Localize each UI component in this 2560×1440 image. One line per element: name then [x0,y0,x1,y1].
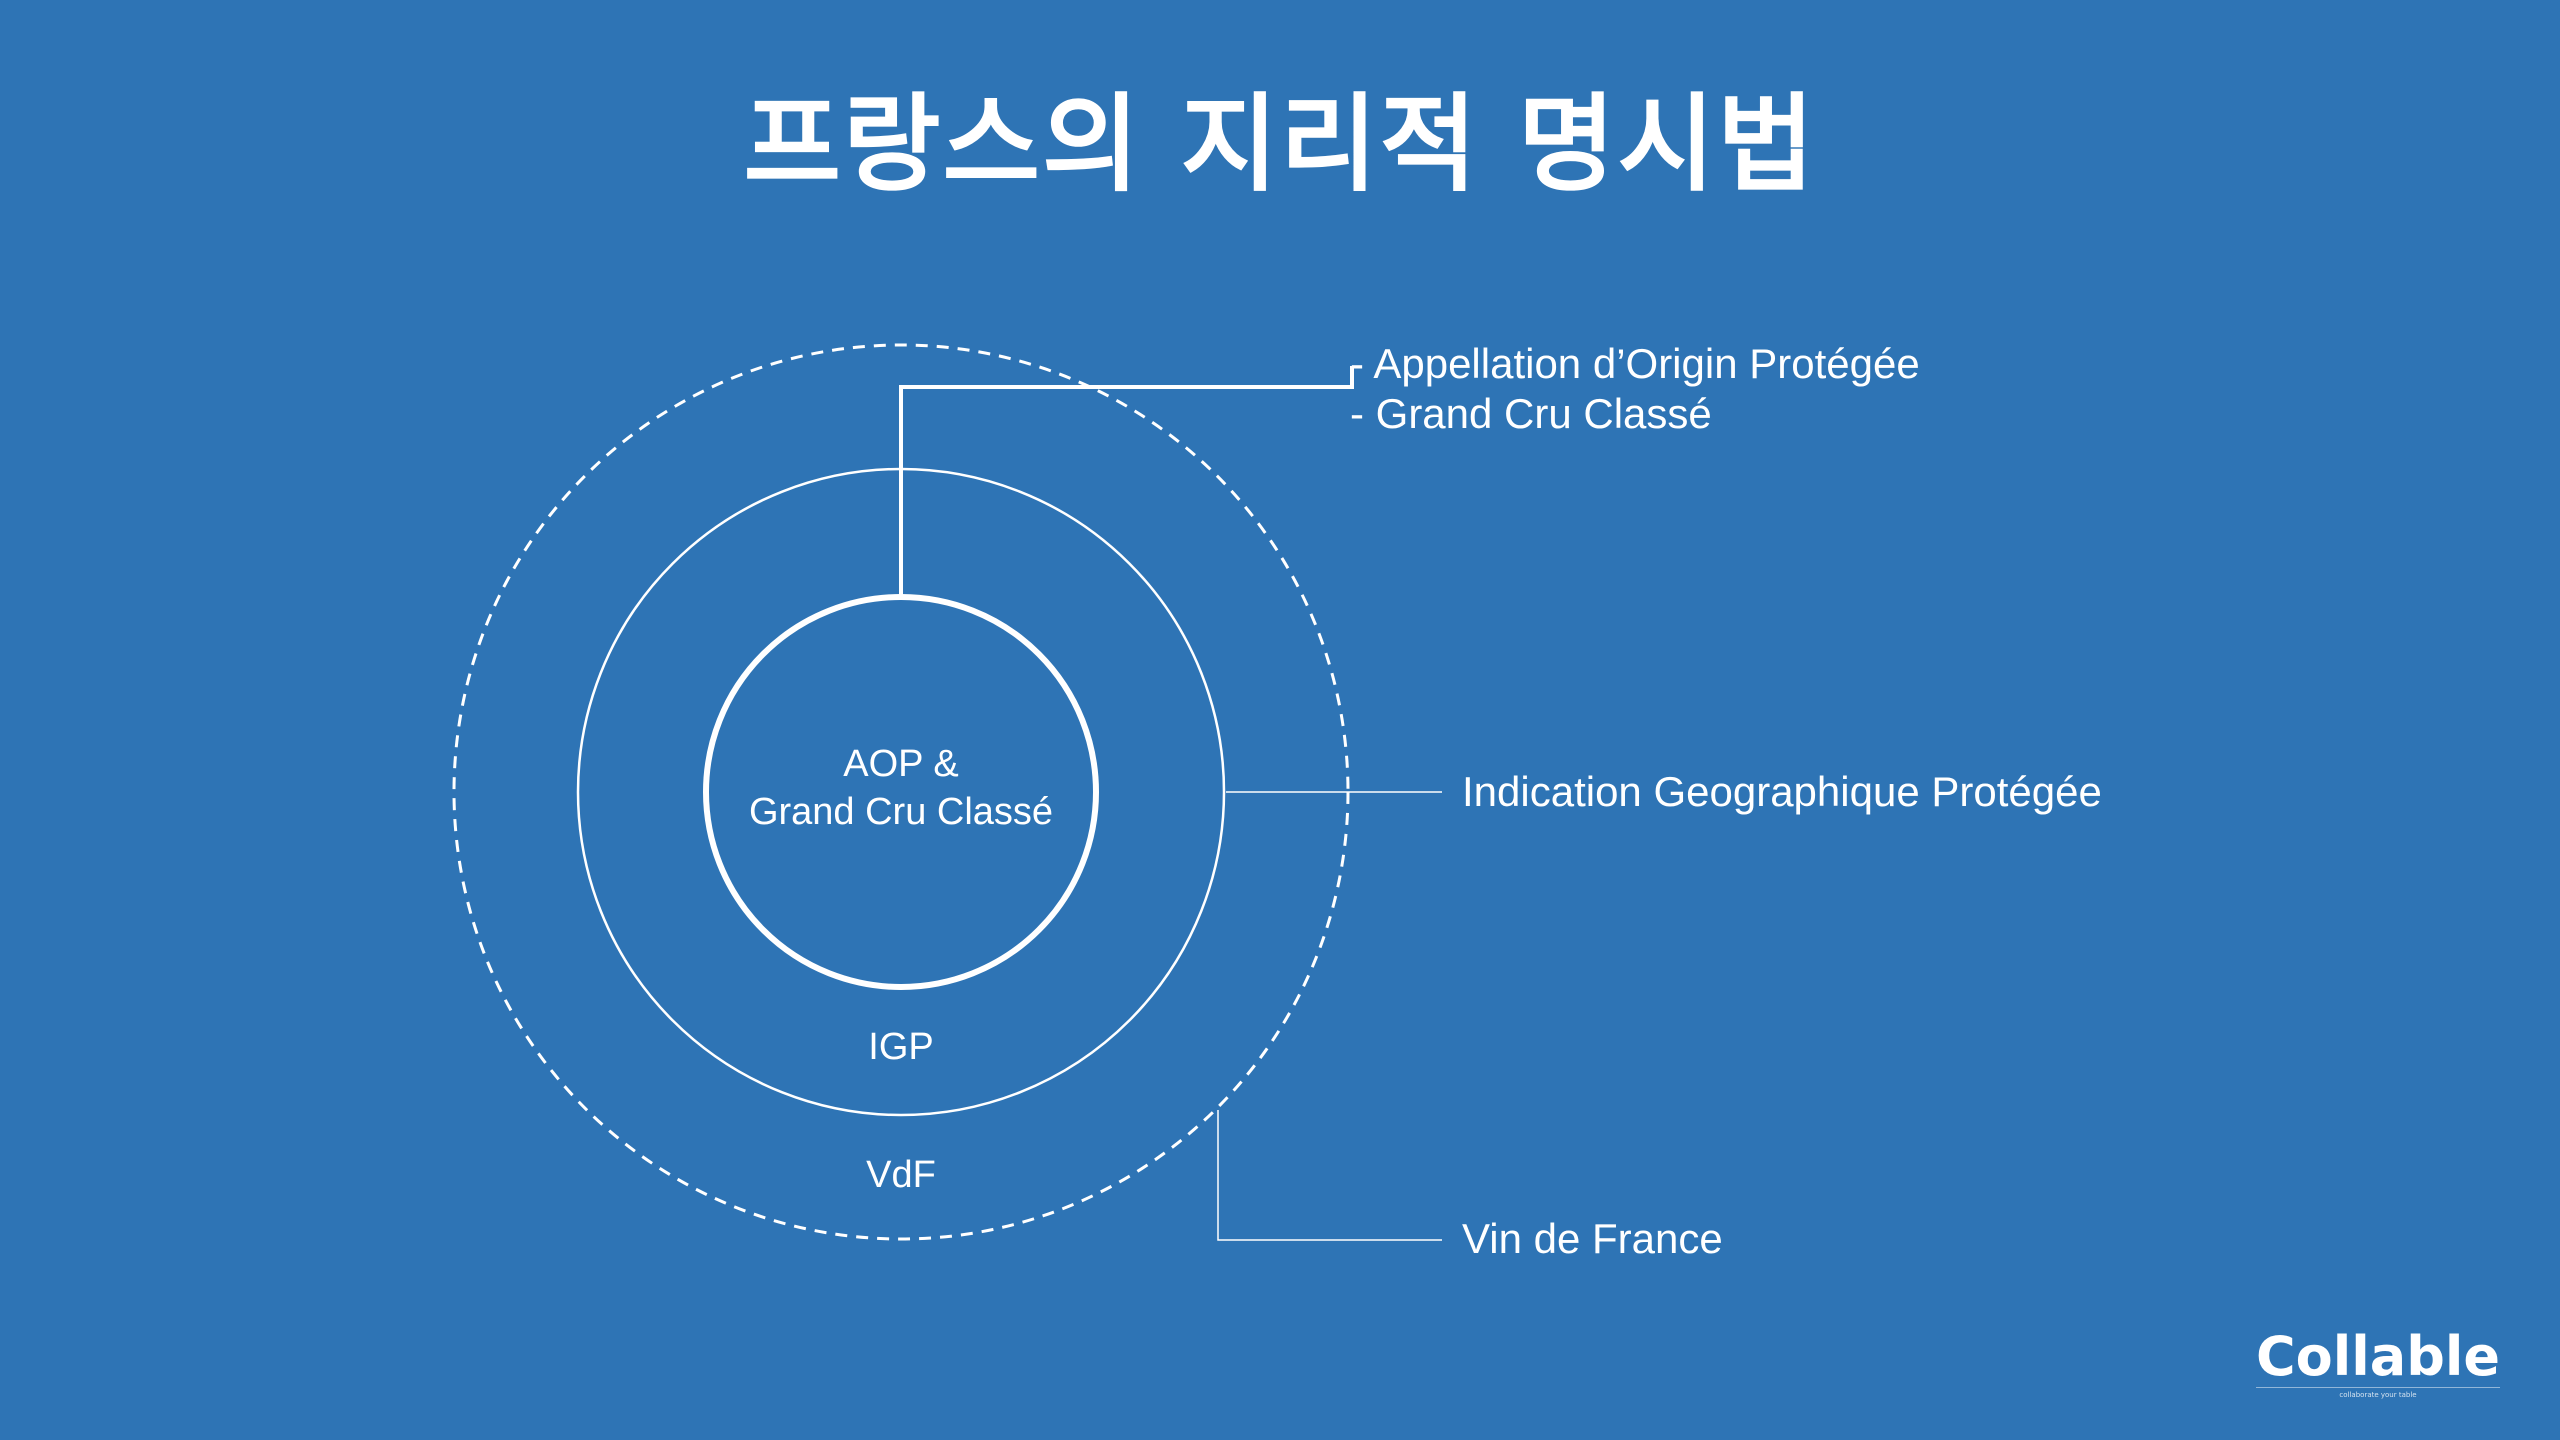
page-title: 프랑스의 지리적 명시법 [743,83,1817,206]
igp-circle-label: IGP [868,1026,934,1068]
aop-connector-line [899,366,1354,597]
aop-center-label: AOP & Grand Cru Classé [701,740,1101,836]
logo-name: Collable [2256,1325,2500,1388]
aop-callout-line1: - Appellation d’Origin Protégée [1350,340,1920,387]
aop-center-label-line1: AOP & [843,743,959,785]
vdf-callout-text: Vin de France [1462,1215,1723,1262]
logo-tagline: collaborate your table [2256,1387,2500,1400]
igp-callout-text: Indication Geographique Protégée [1462,768,2102,815]
collable-logo: Collable collaborate your table [2256,1327,2500,1400]
aop-center-label-line2: Grand Cru Classé [748,791,1054,833]
vdf-circle-label: VdF [866,1154,936,1196]
vdf-connector-line [1217,1110,1442,1241]
aop-callout-line2: - Grand Cru Classé [1350,390,1712,437]
aop-callout-text: - Appellation d’Origin Protégée - Grand … [1350,339,1920,439]
